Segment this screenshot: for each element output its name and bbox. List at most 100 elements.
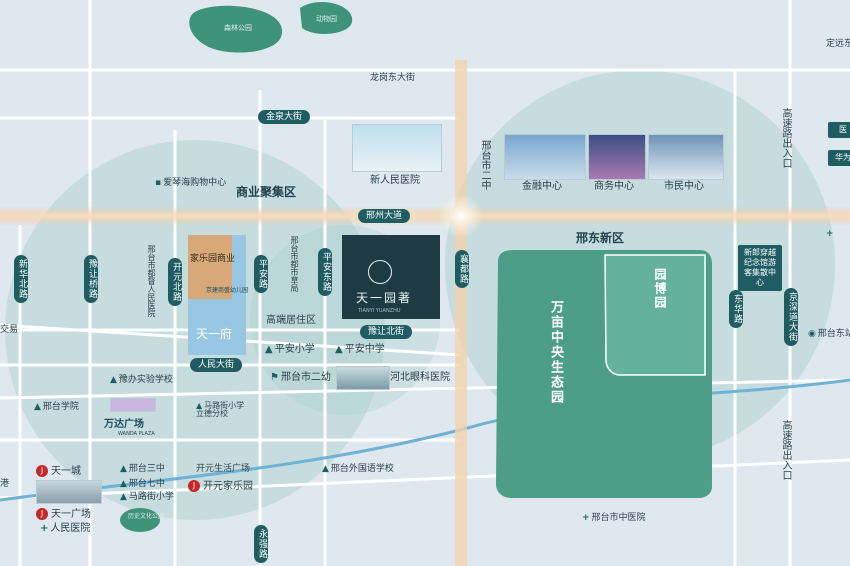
- xt3-text: 邢台三中: [128, 464, 165, 474]
- road-xingzhou: 邢州大道: [358, 209, 411, 223]
- duban-hospital-label: 邢台市都督人民医院: [147, 245, 156, 317]
- forest-park-shape: [189, 5, 283, 53]
- history-park-shape: [120, 508, 160, 532]
- school-icon: ▲: [120, 492, 127, 502]
- new-hospital-photo: [352, 124, 442, 172]
- matai-primary-text: 马路街小学 立德分校: [196, 401, 245, 418]
- xiangdu-road: [455, 60, 467, 566]
- xt7-text: 邢台七中: [128, 479, 165, 489]
- school-icon: ▲: [34, 402, 41, 412]
- marker-icon: J: [188, 480, 200, 492]
- project-subtitle: TIANYI YUANZHU: [358, 308, 401, 314]
- hospital-icon: +: [826, 229, 834, 239]
- road-yurang-qiao: 豫让桥路: [84, 255, 98, 303]
- train-icon: ◉: [808, 329, 816, 339]
- hospital-icon: +: [582, 513, 590, 523]
- port-label: 港: [0, 479, 10, 489]
- eco-park-label: 万亩中央生态园: [548, 300, 563, 405]
- kaiyuan-jly-text: 开元家乐园: [203, 481, 253, 492]
- business-photo: [588, 134, 646, 180]
- highway-exit-2: 高速路出入口: [780, 420, 791, 480]
- zoo-shape: [300, 2, 353, 34]
- school-icon: ▲: [322, 464, 329, 474]
- center-hosp-text: 邢台市中医院: [591, 513, 646, 523]
- project-title: 天一园著: [356, 291, 413, 305]
- district-commercial: 商业聚集区: [236, 185, 297, 199]
- road-donghua: 东华路: [729, 290, 743, 328]
- jialeyuan-kg-label: 京建商盛幼儿园: [206, 287, 249, 294]
- right-box-2: 华为: [828, 150, 850, 166]
- road-jinquan: 金泉大街: [258, 110, 311, 124]
- xt3-label: ▲邢台三中: [120, 465, 165, 474]
- project-block[interactable]: [342, 235, 440, 319]
- school-icon: ▲: [196, 401, 203, 410]
- renmin-hosp-label: +人民医院: [40, 524, 90, 534]
- wanda-en-label: WANDA PLAZA: [118, 431, 155, 437]
- jialeyuan-label: 家乐园商业: [190, 254, 236, 264]
- hebei-eye-photo: [336, 366, 390, 390]
- marker-icon: J: [36, 508, 48, 520]
- yuban-label: ▲豫办实验学校: [110, 376, 173, 385]
- kindergarten-icon: ⚑: [270, 372, 279, 383]
- history-park-label: 历史文化公园: [128, 513, 165, 520]
- intersection-glow: [439, 194, 483, 238]
- xt7-label: ▲邢台七中: [120, 480, 165, 489]
- tianyifu-label: 天一府: [196, 327, 233, 341]
- mlj-label: ▲马路街小学: [120, 493, 174, 502]
- road-jiaoyi: 交易: [0, 325, 19, 335]
- ping-an-middle-text: 平安中学: [344, 344, 385, 355]
- road-dingyuan: 定远东: [826, 39, 850, 49]
- road-renmin: 人民大街: [190, 358, 243, 372]
- right-hosp-marker: +: [826, 230, 836, 239]
- tianyicheng-photo: [36, 480, 102, 504]
- finance-photo: [504, 134, 586, 180]
- ping-an-primary-text: 平安小学: [274, 344, 315, 355]
- gaoduan-label: 高端居住区: [266, 315, 316, 326]
- tianyiguangchang-text: 天一广场: [51, 509, 91, 520]
- hebei-eye-label: 河北眼科医院: [390, 372, 450, 383]
- rail-sign: 新郎穿越纪念馆游客集散中心: [738, 245, 782, 291]
- jialeyuan-block: [188, 235, 232, 299]
- ping-an-middle: ▲平安中学: [335, 345, 385, 355]
- kg2-text: 邢台市二幼: [280, 372, 331, 383]
- east-station-label: ◉邢台东站: [808, 330, 850, 339]
- kaiyuan-life-label: 开元生活广场: [196, 464, 251, 474]
- school-icon: ▲: [335, 344, 343, 355]
- citizen-label: 市民中心: [664, 181, 704, 192]
- kg2-label: ⚑邢台市二幼: [270, 373, 331, 383]
- wanda-label: 万达广场: [104, 419, 144, 430]
- college-text: 邢台学院: [42, 402, 79, 412]
- school-icon: ▲: [265, 344, 273, 355]
- renmin-hosp-text: 人民医院: [50, 523, 91, 534]
- new-hospital-label: 新人民医院: [370, 175, 420, 186]
- business-label: 商务中心: [594, 181, 634, 192]
- marker-icon: J: [36, 465, 48, 477]
- district-xingdong: 邢东新区: [576, 231, 625, 245]
- foreign-school-text: 邢台外国语学校: [330, 464, 394, 474]
- college-label: ▲邢台学院: [34, 403, 79, 412]
- road-xiangdu: 襄都路: [455, 250, 469, 288]
- ping-an-primary: ▲平安小学: [265, 345, 315, 355]
- road-yongqiang: 永强路: [254, 525, 268, 563]
- road-xinhua-north: 新华北路: [14, 255, 28, 303]
- road-yurang-north: 豫让北街: [360, 325, 413, 339]
- shop-icon: ▪: [155, 178, 162, 188]
- aiqinhai-text: 爱琴海购物中心: [163, 178, 227, 188]
- xingzhou-avenue: [0, 206, 850, 226]
- road-ping-an-east: 平安东路: [318, 248, 332, 296]
- road-ping-an: 平安路: [254, 255, 268, 293]
- foreign-school-label: ▲邢台外国语学校: [322, 465, 394, 474]
- tianyifu-block: [188, 299, 246, 355]
- wanda-photo: [110, 398, 156, 412]
- school-icon: ▲: [120, 464, 127, 474]
- hospital-icon: +: [40, 523, 49, 534]
- finance-label: 金融中心: [522, 181, 562, 192]
- school-icon: ▲: [120, 479, 127, 489]
- citizen-photo: [648, 134, 724, 180]
- right-box-1: 医: [828, 122, 850, 138]
- east-station-text: 邢台东站: [817, 329, 850, 339]
- duban-bureau-label: 邢台市都市草局: [290, 236, 299, 292]
- tianyicheng-text: 天一城: [51, 466, 81, 477]
